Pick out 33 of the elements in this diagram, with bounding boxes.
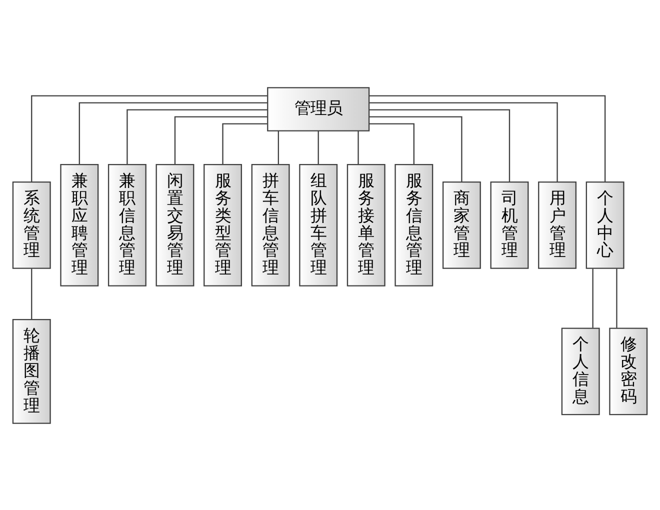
node-box: 个人信息: [561, 327, 600, 415]
node-box: 系统管理: [12, 180, 51, 268]
node-box: 闲置交易管理: [156, 164, 194, 286]
connector: [222, 122, 268, 164]
node-box: 商家管理: [442, 180, 481, 268]
connector: [369, 94, 606, 182]
node-box: 修改密码: [609, 327, 648, 415]
connector: [31, 94, 268, 182]
connector: [174, 116, 268, 164]
node-box: 服务接单管理: [346, 164, 386, 286]
node-box: 用户管理: [538, 180, 577, 268]
node-box: 服务类型管理: [204, 164, 242, 286]
node-box: 司机管理: [490, 180, 529, 268]
connector: [318, 130, 319, 164]
connector: [126, 108, 268, 164]
connector: [358, 130, 359, 164]
node-box: 管理员: [267, 86, 370, 131]
connector: [592, 268, 594, 328]
connector: [278, 130, 279, 164]
node-box: 拼车信息管理: [251, 164, 290, 286]
connector: [616, 268, 618, 328]
connector: [370, 122, 414, 164]
connector: [78, 102, 268, 164]
connector: [369, 116, 462, 182]
node-box: 兼职信息管理: [108, 164, 146, 286]
node-box: 组队拼车管理: [299, 164, 338, 286]
node-box: 个人中心: [586, 180, 624, 268]
connector: [369, 108, 510, 182]
connector: [369, 102, 558, 182]
node-box: 轮播图管理: [12, 318, 51, 424]
connector: [31, 268, 32, 319]
node-box: 服务信息管理: [394, 164, 434, 286]
node-box: 兼职应聘管理: [60, 164, 99, 286]
